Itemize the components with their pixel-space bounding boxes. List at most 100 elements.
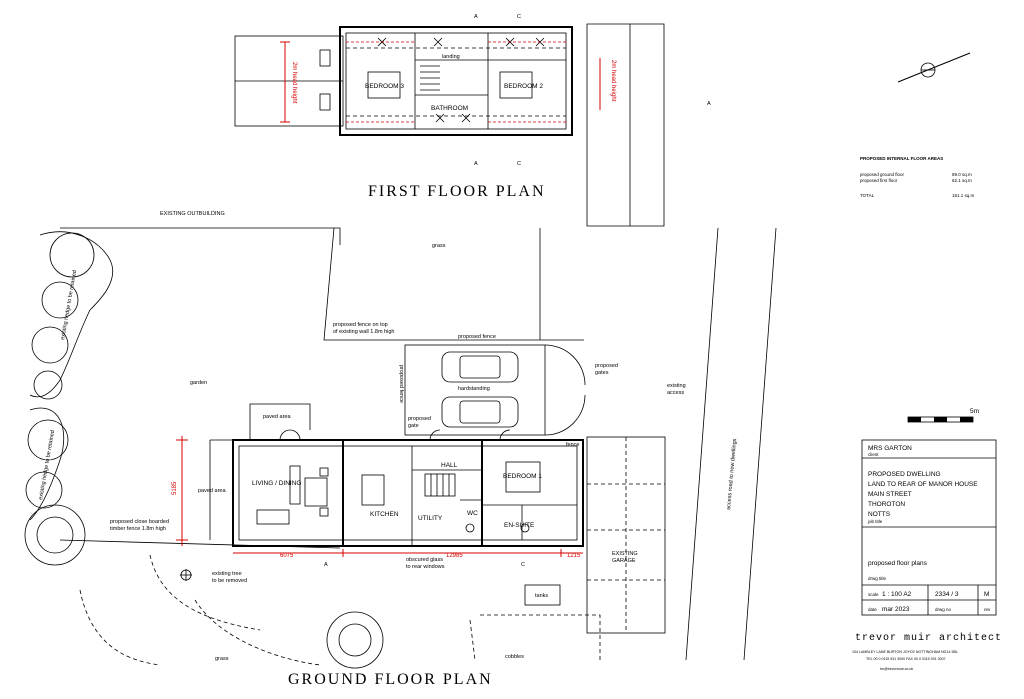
total-area-value: 151.1 sq.m	[952, 193, 975, 198]
first-floor-outline	[339, 26, 573, 136]
section-mark-c-top: C	[517, 14, 521, 20]
label-tree-removed2: to be removed	[212, 578, 247, 584]
label-garden: garden	[190, 380, 207, 386]
client-name: MRS GARTON	[868, 445, 912, 452]
label-access-road: access road to new dwellings	[726, 438, 738, 510]
hedge-bottom	[24, 407, 86, 566]
label-proposed-fence: proposed fence	[458, 334, 496, 340]
scale-label: scale	[868, 592, 879, 597]
first-floor-stair	[420, 65, 440, 91]
label-existing-garage2: GARAGE	[612, 558, 636, 564]
label-grass-bottom: grass	[215, 656, 229, 662]
label-hedge-top: existing hedge to be retained	[60, 270, 78, 341]
ground-floor-outline	[232, 439, 584, 547]
section-mark-a-ground: A	[324, 562, 328, 568]
client-label: client	[868, 452, 879, 457]
title-ground-floor: GROUND FLOOR PLAN	[288, 671, 493, 688]
title-first-floor: FIRST FLOOR PLAN	[368, 183, 546, 200]
room-bedroom1: BEDROOM 1	[503, 473, 542, 480]
label-timber-fence: proposed close boarded	[110, 519, 169, 525]
first-floor-area-value: 62.1 sq.m	[952, 178, 972, 183]
dimension-d1: 6075	[280, 553, 294, 559]
date-label: date	[868, 607, 877, 612]
label-cobbles: cobbles	[505, 654, 524, 660]
room-bathroom: BATHROOM	[431, 105, 468, 112]
job-line2: LAND TO REAR OF MANOR HOUSE	[868, 481, 978, 488]
floor-areas-heading: PROPOSED INTERNAL FLOOR AREAS	[860, 156, 943, 161]
label-proposed-fence-top: proposed fence on top	[333, 322, 388, 328]
neighbour-building-right	[586, 23, 665, 227]
architect-block: trevor muir architect 104 LAMBLEY LANE B…	[852, 632, 1002, 671]
drawing-number: 2334 / 3	[935, 591, 959, 598]
scale-bar-label: 5m	[970, 408, 979, 415]
label-paved-area-top: paved area	[263, 414, 291, 420]
total-area-label: TOTAL	[860, 193, 875, 198]
label-tanks: tanks	[535, 593, 548, 599]
label-timber-fence2: timber fence 1.8m high	[110, 526, 166, 532]
section-mark-c-bottom: C	[517, 161, 521, 167]
label-proposed-fence-top2: of existing wall 1.8m high	[333, 329, 394, 335]
room-living-dining: LIVING / DINING	[252, 480, 301, 487]
label-tree-removed: existing tree	[212, 571, 242, 577]
room-bedroom3: BEDROOM 3	[365, 83, 404, 90]
first-floor-area-label: proposed first floor	[860, 178, 898, 183]
cobbles-edge	[469, 614, 601, 661]
head-height-label-left: 2m head height	[291, 62, 297, 104]
label-grass-top: grass	[432, 243, 446, 249]
label-proposed-gates: proposed	[595, 363, 618, 369]
section-mark-a-bottom: A	[474, 161, 478, 167]
room-bedroom2: BEDROOM 2	[504, 83, 543, 90]
car-icon-bottom	[441, 396, 519, 428]
job-label: job title	[867, 519, 883, 524]
job-line4: THOROTON	[868, 501, 905, 508]
tree-to-remove-icon	[180, 569, 192, 581]
ground-floor-area-value: 89.0 sq.m	[952, 172, 972, 177]
room-utility: UTILITY	[418, 515, 443, 522]
drawing-title: proposed floor plans	[868, 560, 928, 567]
car-icon-top	[441, 351, 519, 383]
label-proposed-fence-vertical: proposed fence	[398, 365, 404, 403]
access-road-edge-right	[743, 227, 777, 661]
date-value: mar 2023	[882, 606, 910, 613]
room-wc: WC	[467, 510, 478, 517]
gate-swing-right	[544, 344, 586, 386]
label-hardstanding: hardstanding	[458, 386, 490, 392]
hedge-top	[29, 231, 114, 400]
scale-bar: 5m	[907, 408, 979, 423]
dimension-height: 5185	[172, 481, 178, 495]
revision: M	[984, 591, 989, 598]
architect-name: trevor muir architect	[855, 632, 1002, 644]
revision-label: rev	[984, 607, 991, 612]
hardstanding-area	[404, 344, 546, 436]
architect-address: 104 LAMBLEY LANE BURTON JOYCE NOTTINGHAM…	[852, 650, 958, 654]
head-height-label-right: 2m head height	[610, 60, 616, 102]
ground-floor-stair	[424, 473, 456, 497]
drawing-label: drwg title	[868, 576, 887, 581]
dimension-d3: 1215	[567, 553, 581, 559]
title-block: MRS GARTON client PROPOSED DWELLING LAND…	[861, 439, 997, 616]
label-proposed-gates2: gates	[595, 370, 609, 376]
section-mark-a-right: A	[707, 101, 711, 107]
access-road-edge-left	[685, 227, 719, 661]
label-obscured-glass: obscured glass	[406, 557, 443, 563]
job-line1: PROPOSED DWELLING	[868, 471, 941, 478]
north-arrow-icon	[897, 52, 971, 83]
label-obscured-glass2: to rear windows	[406, 564, 445, 570]
tanks-area	[524, 584, 561, 606]
label-proposed-gate2: gate	[408, 423, 419, 429]
room-landing: landing	[442, 54, 460, 60]
floor-areas-table: PROPOSED INTERNAL FLOOR AREAS proposed g…	[860, 156, 975, 198]
tree-canopy-bottom	[326, 611, 384, 669]
label-proposed-gate: proposed	[408, 416, 431, 422]
dining-table-icon	[304, 467, 329, 517]
architect-phone: TEL 00 0 0115 931 3000 FAX 00 0 0115 931…	[866, 657, 946, 661]
scale-value: 1 : 100 A2	[882, 591, 912, 598]
label-existing-access2: access	[667, 390, 684, 396]
ground-floor-area-label: proposed ground floor	[860, 172, 905, 177]
section-mark-c-ground: C	[521, 562, 525, 568]
label-paved-area-left: paved area	[198, 488, 226, 494]
room-kitchen: KITCHEN	[370, 511, 399, 518]
job-line5: NOTTS	[868, 511, 891, 518]
label-existing-outbuilding: EXISTING OUTBUILDING	[160, 211, 225, 217]
